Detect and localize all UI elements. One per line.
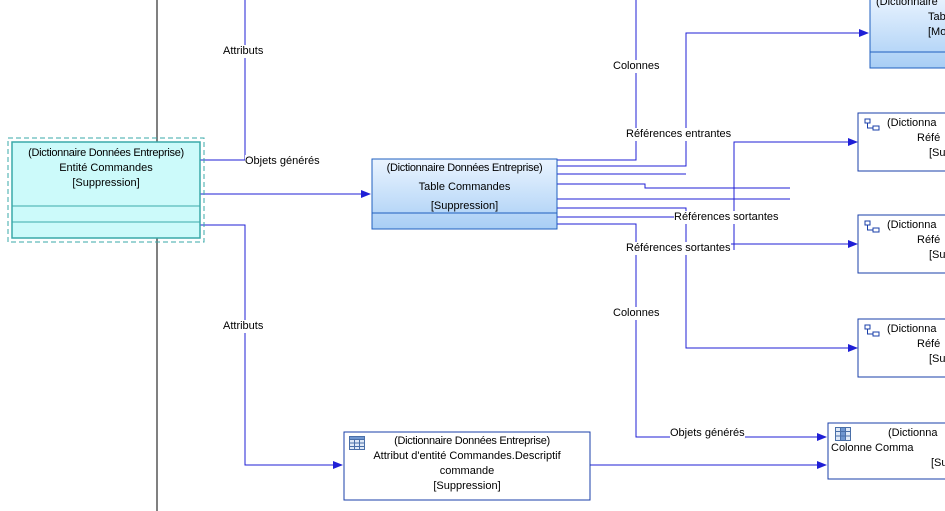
ref1-node-box[interactable] — [857, 112, 945, 172]
top-right-name: Tab — [928, 11, 945, 23]
label-references-sortantes-2: Références sortantes — [626, 242, 731, 255]
reference-icon — [864, 220, 880, 239]
table-source-label: (Dictionnaire Données Entreprise) — [386, 162, 543, 174]
attribut-node-box[interactable] — [343, 431, 591, 501]
ref3-source: (Dictionna — [887, 323, 937, 335]
ref3-name: Réfé — [917, 338, 941, 350]
top-right-node[interactable]: (Dictionnaire Tab [Mo — [876, 0, 945, 40]
entity-selection-outline — [7, 137, 205, 243]
link-attributs-bottom[interactable] — [200, 224, 343, 469]
attribut-entite-node[interactable]: (Dictionnaire Données Entreprise) Attrib… — [344, 434, 590, 494]
link-ref1[interactable] — [733, 138, 858, 250]
table-status: [Suppression] — [430, 200, 499, 212]
link-references-sortantes-1[interactable] — [557, 183, 790, 189]
entity-source-label: (Dictionnaire Données Entreprise) — [28, 147, 184, 159]
ref1-name: Réfé — [917, 132, 941, 144]
colonne-name: Colonne Comma — [831, 442, 914, 454]
ref2-status: [Su — [929, 249, 945, 261]
link-attributs-top[interactable] — [200, 0, 246, 161]
ref2-name: Réfé — [917, 234, 941, 246]
ref3-status: [Su — [929, 353, 945, 365]
label-objets-generes-bottom: Objets générés — [670, 427, 745, 440]
ref1-status: [Su — [929, 147, 945, 159]
link-top-right[interactable] — [557, 29, 869, 167]
ref2-node-box[interactable] — [857, 214, 945, 274]
table-grid-icon — [349, 436, 365, 455]
ref1-source: (Dictionna — [887, 117, 937, 129]
label-colonnes-bottom: Colonnes — [613, 307, 660, 320]
attribut-status: [Suppression] — [433, 480, 501, 492]
colonne-source: (Dictionna — [888, 427, 938, 439]
label-references-sortantes-1: Références sortantes — [674, 211, 779, 224]
reference-icon — [864, 118, 880, 137]
label-attributs-top: Attributs — [223, 45, 264, 58]
table-node-box[interactable] — [371, 158, 558, 230]
link-ref3[interactable] — [557, 216, 858, 352]
reference-node-2[interactable]: (Dictionna Réfé [Su — [858, 218, 945, 263]
label-references-entrantes: Références entrantes — [626, 128, 732, 141]
label-attributs-bottom: Attributs — [223, 320, 264, 333]
column-icon — [835, 427, 851, 446]
reference-icon — [864, 324, 880, 343]
label-objets-generes-left: Objets générés — [245, 155, 320, 168]
reference-node-1[interactable]: (Dictionna Réfé [Su — [858, 116, 945, 161]
attribut-name: Attribut d'entité Commandes.Descriptif — [373, 450, 561, 462]
entity-name: Entité Commandes — [59, 162, 153, 174]
ref2-source: (Dictionna — [887, 219, 937, 231]
top-right-source: (Dictionnaire — [876, 0, 938, 8]
attribut-source-label: (Dictionnaire Données Entreprise) — [394, 435, 550, 447]
link-colonnes-top[interactable] — [557, 0, 637, 161]
colonne-status: [Su — [931, 457, 945, 469]
entity-status: [Suppression] — [72, 177, 140, 189]
label-colonnes-top: Colonnes — [613, 60, 660, 73]
colonne-node[interactable]: (Dictionna Colonne Comma [Su — [828, 426, 945, 471]
ref3-node-box[interactable] — [857, 318, 945, 378]
top-right-status: [Mo — [928, 26, 945, 38]
table-commandes-node[interactable]: (Dictionnaire Données Entreprise) Table … — [372, 161, 557, 214]
reference-node-3[interactable]: (Dictionna Réfé [Su — [858, 322, 945, 367]
link-colonnes-bottom[interactable] — [557, 223, 827, 441]
attribut-name-cont: commande — [439, 465, 495, 477]
table-name: Table Commandes — [418, 181, 511, 193]
top-right-node-box[interactable] — [869, 0, 945, 69]
entity-commandes-node[interactable]: (Dictionnaire Données Entreprise) Entité… — [12, 146, 200, 191]
